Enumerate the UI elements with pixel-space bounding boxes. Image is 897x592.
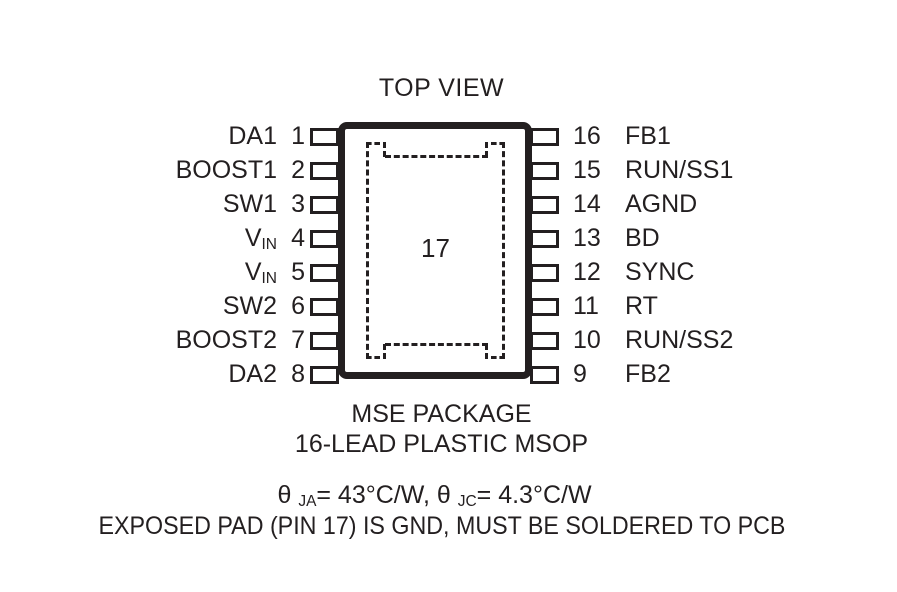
pad-notch-top-right xyxy=(485,142,488,157)
lead-pin-1 xyxy=(310,128,339,146)
pin-name-4-subscript: IN xyxy=(261,236,278,254)
pad-notch-stub-top-left xyxy=(366,142,380,145)
package-description: 16-LEAD PLASTIC MSOP xyxy=(294,430,589,458)
pin-name-5-subscript: IN xyxy=(261,270,278,288)
lead-pin-2 xyxy=(310,162,339,180)
pad-notch-top-left xyxy=(383,142,386,157)
pin-name-3: SW1 xyxy=(222,190,277,218)
pin-number-16: 16 xyxy=(573,122,601,150)
exposed-pad-number: 17 xyxy=(421,233,450,263)
theta-jc-symbol: θ xyxy=(436,481,451,509)
top-view-title: TOP VIEW xyxy=(378,74,505,102)
package-name: MSE PACKAGE xyxy=(351,400,532,428)
pin-name-7: BOOST2 xyxy=(175,326,277,354)
pad-edge-left xyxy=(366,142,369,359)
lead-pin-7 xyxy=(310,332,339,350)
pin-name-12: SYNC xyxy=(625,258,695,286)
lead-pin-16 xyxy=(530,128,559,146)
pad-notch-bottom-right xyxy=(485,344,488,359)
lead-pin-12 xyxy=(530,264,559,282)
pin-number-5: 5 xyxy=(291,258,305,286)
pin-number-10: 10 xyxy=(573,326,601,354)
exposed-pad-outline xyxy=(366,142,505,359)
pad-edge-top xyxy=(385,155,488,158)
theta-jc-value: = 4.3°C/W xyxy=(469,481,592,509)
exposed-pad-note: EXPOSED PAD (PIN 17) IS GND, MUST BE SOL… xyxy=(98,512,786,540)
pin-name-1: DA1 xyxy=(228,122,277,150)
lead-pin-5 xyxy=(310,264,339,282)
lead-pin-9 xyxy=(530,366,559,384)
pad-notch-stub-bottom-left xyxy=(366,356,380,359)
thermal-resistance-note: θ JA = 43°C/W, θ JC = 4.3°C/W xyxy=(0,481,897,510)
pin-name-4: VIN xyxy=(244,224,278,254)
pin-number-6: 6 xyxy=(291,292,305,320)
pin-name-15: RUN/SS1 xyxy=(625,156,734,184)
lead-pin-10 xyxy=(530,332,559,350)
pin-number-11: 11 xyxy=(573,292,599,320)
pin-name-6: SW2 xyxy=(222,292,277,320)
lead-pin-8 xyxy=(310,366,339,384)
theta-ja-value: = 43°C/W, xyxy=(309,481,437,509)
lead-pin-6 xyxy=(310,298,339,316)
lead-pin-3 xyxy=(310,196,339,214)
pin-number-7: 7 xyxy=(291,326,305,354)
pin-number-15: 15 xyxy=(573,156,601,184)
pin-number-12: 12 xyxy=(573,258,601,286)
pin-number-3: 3 xyxy=(291,190,305,218)
theta-ja-subscript: JA xyxy=(298,493,317,511)
lead-pin-14 xyxy=(530,196,559,214)
pin-name-11: RT xyxy=(625,292,658,320)
pin-number-1: 1 xyxy=(291,122,305,150)
lead-pin-13 xyxy=(530,230,559,248)
package-body-outline xyxy=(338,122,532,379)
pin-number-9: 9 xyxy=(573,360,587,388)
theta-ja-symbol: θ xyxy=(277,481,292,509)
pin-number-13: 13 xyxy=(573,224,601,252)
lead-pin-11 xyxy=(530,298,559,316)
pin-number-4: 4 xyxy=(291,224,305,252)
pad-notch-bottom-left xyxy=(383,344,386,359)
pin-number-2: 2 xyxy=(291,156,305,184)
pin-name-10: RUN/SS2 xyxy=(625,326,734,354)
pin-number-8: 8 xyxy=(291,360,305,388)
lead-pin-15 xyxy=(530,162,559,180)
pad-edge-bottom xyxy=(385,343,488,346)
lead-pin-4 xyxy=(310,230,339,248)
pin-name-2: BOOST1 xyxy=(175,156,277,184)
pin-name-5: VIN xyxy=(244,258,278,288)
theta-jc-subscript: JC xyxy=(457,493,477,511)
pad-notch-stub-top-right xyxy=(491,142,505,145)
pad-edge-right xyxy=(502,142,505,359)
pad-notch-stub-bottom-right xyxy=(491,356,505,359)
pin-number-14: 14 xyxy=(573,190,601,218)
pin-name-13: BD xyxy=(625,224,660,252)
pin-name-16: FB1 xyxy=(625,122,671,150)
pin-name-9: FB2 xyxy=(625,360,671,388)
pin-name-8: DA2 xyxy=(228,360,277,388)
pin-name-14: AGND xyxy=(625,190,698,218)
